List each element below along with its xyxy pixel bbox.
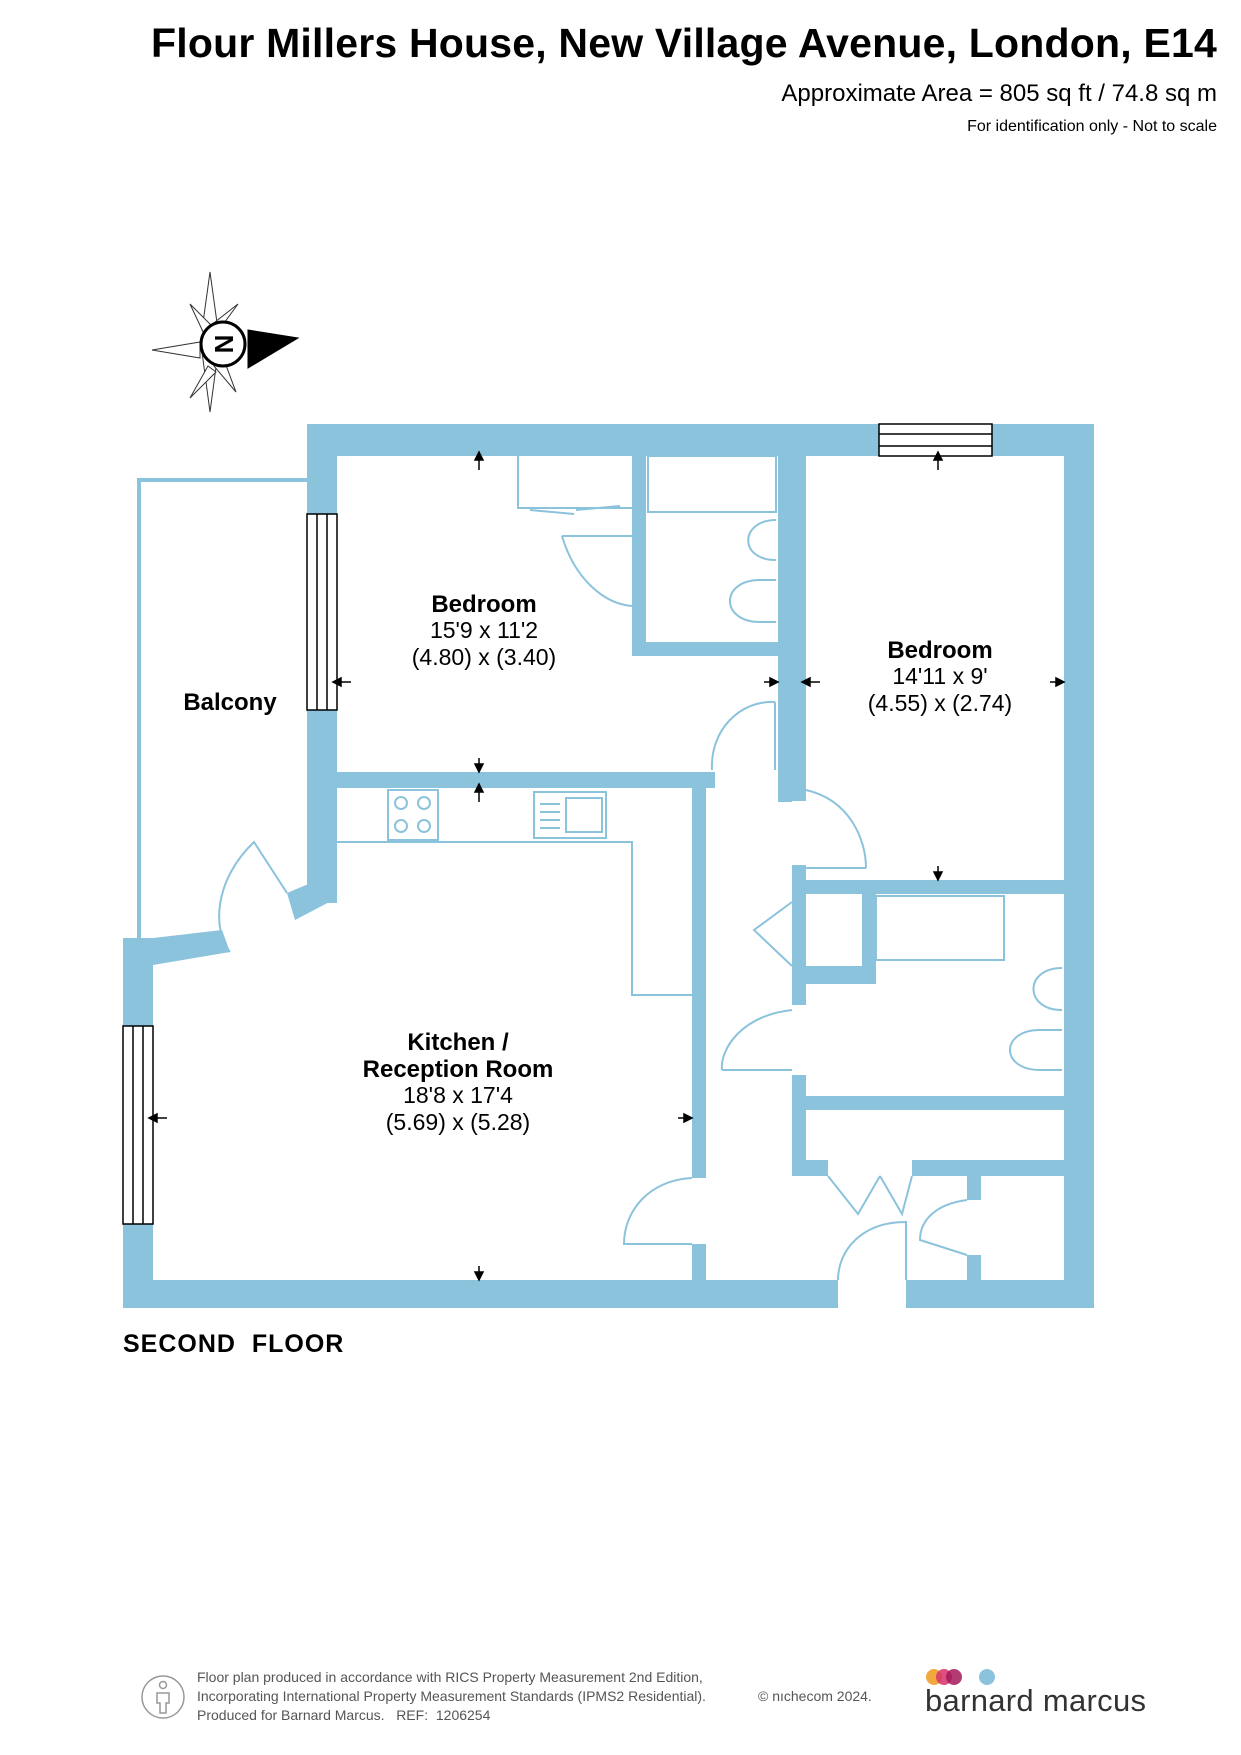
room-name: Bedroom [887, 637, 992, 664]
room-metric: (4.80) x (3.40) [412, 644, 556, 670]
compass-letter: N [209, 335, 239, 354]
measure-arrows [147, 450, 1066, 1282]
room-metric: (5.69) x (5.28) [386, 1109, 530, 1135]
walls [123, 424, 1094, 1308]
room-kitchen-reception: Kitchen / Reception Room 18'8 x 17'4 (5.… [363, 1029, 554, 1135]
area-text: Approximate Area = 805 sq ft / 74.8 sq m [781, 80, 1217, 107]
copyright: © nıchecom 2024. [758, 1688, 872, 1704]
room-imperial: 18'8 x 17'4 [403, 1082, 513, 1108]
room-name-line-1: Kitchen / [407, 1029, 509, 1056]
room-name: Balcony [183, 689, 277, 716]
room-metric: (4.55) x (2.74) [868, 690, 1012, 716]
footer-line-1: Floor plan produced in accordance with R… [197, 1669, 703, 1685]
fixtures [218, 455, 1063, 1281]
room-imperial: 15'9 x 11'2 [430, 617, 538, 643]
room-bedroom-1: Bedroom 15'9 x 11'2 (4.80) x (3.40) [412, 591, 556, 670]
footer-text: Floor plan produced in accordance with R… [197, 1668, 706, 1725]
room-name: Bedroom [431, 591, 536, 618]
brand-logo-dots-icon [926, 1669, 995, 1685]
room-balcony: Balcony [183, 689, 277, 716]
floor-label: SECOND FLOOR [123, 1330, 345, 1358]
compass-icon: N [151, 271, 300, 413]
windows [122, 423, 993, 1225]
scale-note: For identification only - Not to scale [967, 118, 1217, 135]
room-imperial: 14'11 x 9' [892, 663, 987, 689]
room-name-line-2: Reception Room [363, 1056, 554, 1083]
person-icon [141, 1675, 185, 1719]
footer-line-2: Incorporating International Property Mea… [197, 1688, 706, 1704]
page-title: Flour Millers House, New Village Avenue,… [151, 20, 1217, 66]
footer-line-3: Produced for Barnard Marcus. REF: 120625… [197, 1707, 491, 1723]
room-bedroom-2: Bedroom 14'11 x 9' (4.55) x (2.74) [868, 637, 1012, 716]
balcony-outline [137, 478, 307, 940]
brand-logo: barnard marcus [925, 1683, 1147, 1718]
